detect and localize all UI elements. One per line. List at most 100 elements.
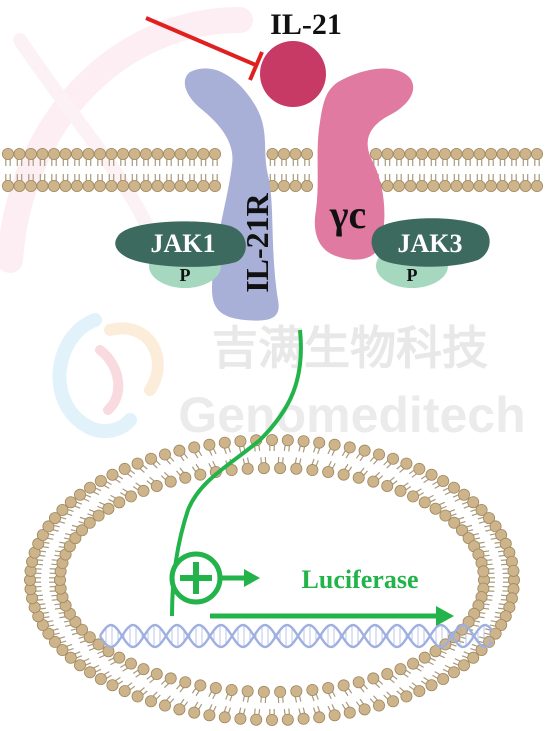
lipid-head bbox=[94, 475, 107, 488]
lipid-head bbox=[102, 502, 115, 515]
lipid-head bbox=[415, 179, 428, 192]
lipid-head bbox=[173, 703, 186, 716]
lipid-head bbox=[208, 179, 221, 192]
lipid-head bbox=[328, 709, 341, 722]
lipid-head bbox=[483, 512, 496, 525]
lipid-head bbox=[418, 651, 431, 664]
lipid-head bbox=[105, 179, 118, 192]
dna-strand bbox=[98, 623, 493, 649]
lipid-head bbox=[194, 468, 207, 481]
gamma-c-label: γc bbox=[329, 192, 366, 237]
lipid-head bbox=[179, 471, 192, 484]
lipid-head bbox=[185, 147, 198, 160]
jak1-kinase: JAK1 P bbox=[115, 221, 246, 288]
il21-label: IL-21 bbox=[270, 8, 342, 41]
lipid-head bbox=[113, 651, 126, 664]
lipid-head bbox=[24, 179, 37, 192]
lipid-head bbox=[48, 147, 61, 160]
lipid-head bbox=[447, 666, 460, 679]
lipid-head bbox=[42, 627, 55, 640]
lipid-head bbox=[265, 714, 278, 727]
lipid-head bbox=[105, 147, 118, 160]
lipid-head bbox=[400, 690, 413, 703]
lipid-head bbox=[83, 631, 96, 644]
lipid-head bbox=[394, 663, 407, 676]
lipid-head bbox=[386, 695, 399, 708]
lipid-head bbox=[265, 433, 278, 446]
lipid-head bbox=[209, 681, 222, 694]
lipid-head bbox=[164, 672, 177, 685]
lipid-head bbox=[438, 147, 451, 160]
lipid-head bbox=[106, 468, 119, 481]
lipid-head bbox=[128, 179, 141, 192]
dna-helix bbox=[98, 623, 493, 649]
lipid-head bbox=[118, 462, 131, 475]
lipid-head bbox=[137, 663, 150, 676]
lipid-head bbox=[74, 659, 87, 672]
lipid-head bbox=[94, 147, 107, 160]
lipid-head bbox=[413, 685, 426, 698]
lipid-head bbox=[367, 672, 380, 685]
lipid-head bbox=[158, 448, 171, 461]
lipid-head bbox=[381, 179, 394, 192]
lipid-head bbox=[188, 706, 201, 719]
lipid-head bbox=[164, 475, 177, 488]
lipid-head bbox=[415, 147, 428, 160]
lipid-head bbox=[450, 147, 463, 160]
lipid-head bbox=[447, 481, 460, 494]
lipid-head bbox=[42, 520, 55, 533]
lipid-head bbox=[277, 179, 290, 192]
lipid-head bbox=[36, 528, 49, 541]
lipid-head bbox=[234, 435, 247, 448]
lipid-head bbox=[64, 496, 77, 509]
lipid-head bbox=[461, 179, 474, 192]
lipid-head bbox=[300, 179, 313, 192]
lipid-head bbox=[124, 657, 137, 670]
lipid-head bbox=[36, 147, 49, 160]
lipid-head bbox=[437, 475, 450, 488]
lipid-head bbox=[84, 481, 97, 494]
lipid-head bbox=[203, 709, 216, 722]
lipid-head bbox=[13, 147, 26, 160]
plus-circle-icon bbox=[169, 551, 223, 605]
lipid-head bbox=[128, 147, 141, 160]
lipid-head bbox=[150, 668, 163, 681]
lipid-head bbox=[83, 516, 96, 529]
lipid-head bbox=[381, 668, 394, 681]
lipid-head bbox=[162, 147, 175, 160]
lipid-head bbox=[306, 464, 319, 477]
lipid-head bbox=[71, 147, 84, 160]
lipid-head bbox=[337, 468, 350, 481]
il21r-label: IL-21R bbox=[239, 192, 275, 292]
gamma-c-chain bbox=[314, 68, 414, 260]
lipid-head bbox=[194, 679, 207, 692]
lipid-head bbox=[13, 179, 26, 192]
watermark-swoosh-top bbox=[0, 7, 253, 273]
il21r-receptor bbox=[184, 68, 279, 321]
lipid-head bbox=[475, 503, 488, 516]
lipid-head bbox=[158, 699, 171, 712]
lipid-head bbox=[495, 619, 508, 632]
watermark-latin-text: Genomeditech bbox=[178, 387, 525, 443]
lipid-head bbox=[131, 457, 144, 470]
lipid-head bbox=[373, 448, 386, 461]
lipid-head bbox=[56, 644, 69, 657]
lipid-head bbox=[343, 706, 356, 719]
lipid-head bbox=[407, 490, 420, 503]
lipid-head bbox=[185, 179, 198, 192]
lipid-head bbox=[106, 679, 119, 692]
lipid-head bbox=[358, 444, 371, 457]
lipid-head bbox=[151, 179, 164, 192]
lipid-head bbox=[404, 179, 417, 192]
lipid-head bbox=[48, 635, 61, 648]
jak3-label: JAK3 bbox=[398, 229, 463, 258]
lipid-head bbox=[313, 436, 326, 449]
lipid-head bbox=[507, 564, 520, 577]
lipid-head bbox=[369, 147, 382, 160]
lipid-head bbox=[290, 685, 303, 698]
lipid-head bbox=[306, 683, 319, 696]
lipid-head bbox=[427, 147, 440, 160]
lipid-head bbox=[429, 645, 442, 658]
